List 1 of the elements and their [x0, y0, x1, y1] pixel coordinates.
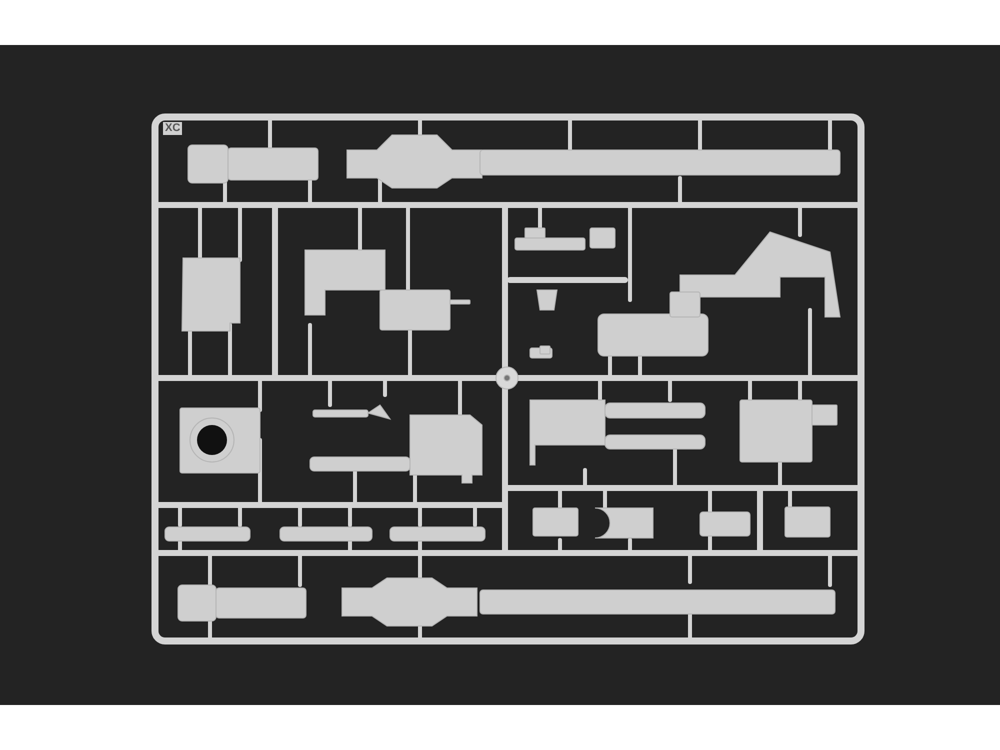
sprue-tag: XC	[163, 122, 182, 135]
